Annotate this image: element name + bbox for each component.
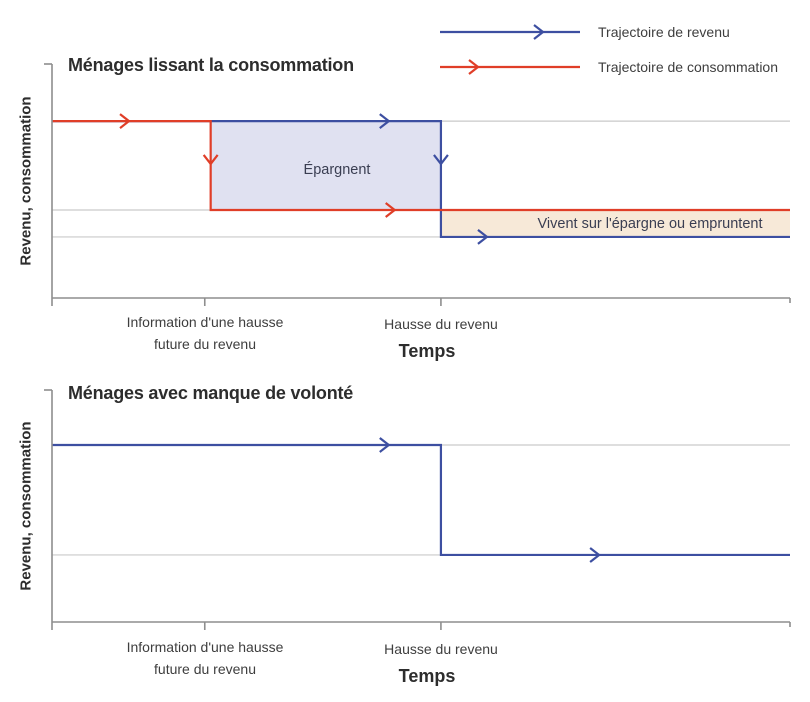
flow-arrow-down <box>433 154 449 166</box>
x-axis-label-2: Temps <box>398 666 456 686</box>
x-tick-label-rise-2: Hausse du revenu <box>384 641 498 657</box>
series-line <box>52 119 790 239</box>
shaded-region <box>440 210 790 237</box>
flow-arrow-right <box>119 113 131 129</box>
series-line <box>52 443 790 557</box>
panel-willpower-graphics <box>44 389 791 630</box>
panel-title-smoothing: Ménages lissant la consommation <box>68 55 354 75</box>
flow-arrow-right <box>385 202 397 218</box>
region-label-saving: Épargnent <box>303 162 371 178</box>
legend-label-consumption: Trajectoire de consommation <box>598 59 779 75</box>
flow-arrow-right <box>533 24 545 40</box>
flow-arrow-down <box>202 154 219 166</box>
panel-title-willpower: Ménages avec manque de volonté <box>68 383 354 403</box>
y-axis-label-1: Revenu, consommation <box>17 96 35 266</box>
shaded-region <box>210 121 441 211</box>
panel-smoothing-graphics <box>44 63 791 306</box>
legend-label-income: Trajectoire de revenu <box>598 24 730 40</box>
x-tick-label-news-2: Information d'une hausse future du reven… <box>126 639 284 677</box>
x-tick-label-news-1: Information d'une hausse future du reven… <box>126 314 284 352</box>
flow-arrow-right <box>589 547 601 563</box>
x-axis-label-1: Temps <box>398 341 456 361</box>
flow-arrow-right <box>379 437 391 453</box>
x-tick-label-rise-1: Hausse du revenu <box>384 316 498 332</box>
y-axis-label-2: Revenu, consommation <box>17 421 35 591</box>
flow-arrow-right <box>477 229 489 245</box>
region-label-dissaving: Vivent sur l'épargne ou empruntent <box>537 216 763 232</box>
flow-arrow-right <box>468 59 480 75</box>
legend-graphics <box>440 24 580 75</box>
flow-arrow-right <box>379 113 391 129</box>
